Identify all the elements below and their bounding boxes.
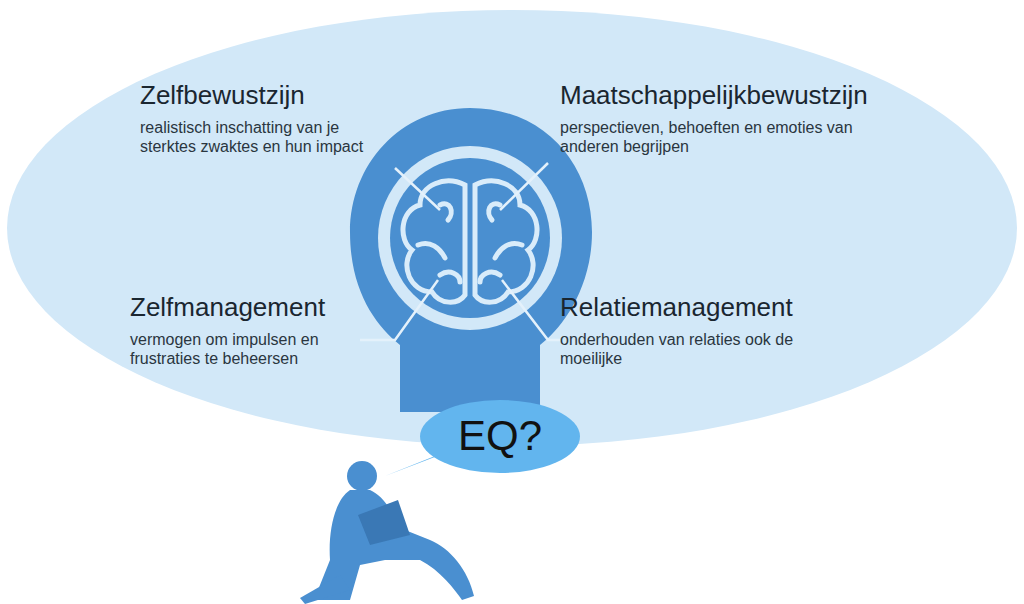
quadrant-body: onderhouden van relaties ook de moeilijk… xyxy=(560,330,820,368)
quadrant-heading: Maatschappelijkbewustzijn xyxy=(560,80,1000,111)
brain-icon xyxy=(403,181,537,302)
quadrant-body: perspectieven, behoeften en emoties van … xyxy=(560,118,880,156)
quadrant-body: vermogen om impulsen en frustraties te b… xyxy=(130,330,345,368)
quadrant-heading: Zelfmanagement xyxy=(130,292,390,323)
speech-bubble: EQ? xyxy=(420,400,580,473)
quadrant-heading: Relatiemanagement xyxy=(560,292,860,323)
leader-lines xyxy=(360,163,560,340)
head-silhouette xyxy=(350,108,592,412)
quadrant-heading: Zelfbewustzijn xyxy=(140,80,480,111)
head-ring xyxy=(378,146,562,330)
person-silhouette xyxy=(300,461,474,604)
brain-disc xyxy=(390,158,550,318)
thought-bubble xyxy=(7,10,1017,446)
bubble-text: EQ? xyxy=(458,415,542,457)
quadrant-body: realistisch inschatting van je sterktes … xyxy=(140,118,370,156)
